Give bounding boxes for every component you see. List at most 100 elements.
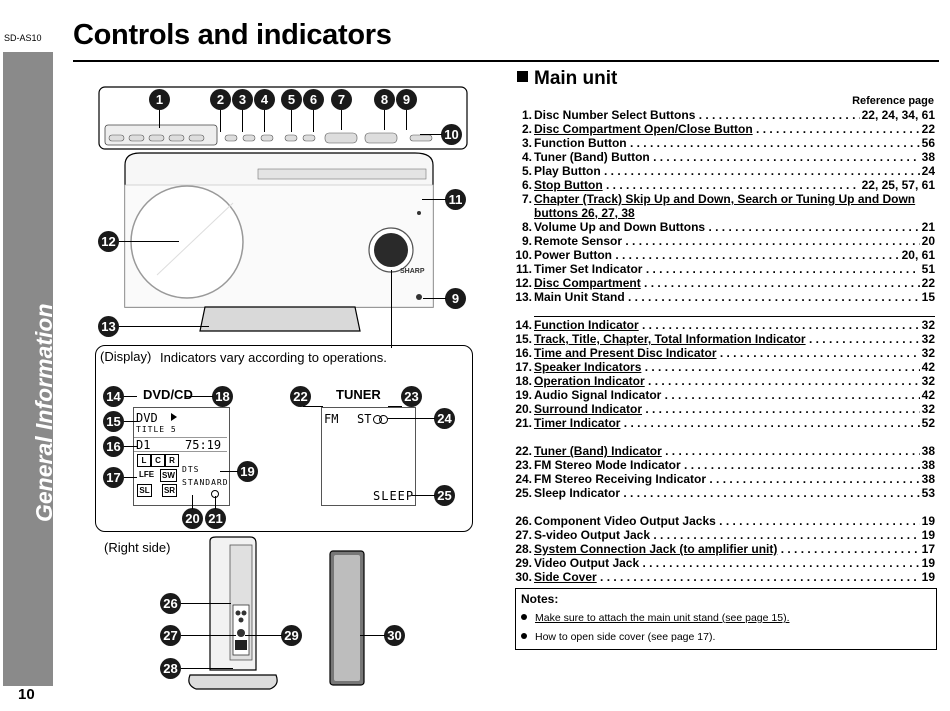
callout-4: 4: [254, 89, 275, 110]
list-item: 22.Tuner (Band) Indicator . . . . . . . …: [515, 444, 935, 458]
title-rule: [73, 60, 939, 62]
list-item: 13.Main Unit Stand . . . . . . . . . . .…: [515, 290, 935, 304]
list-item: 4.Tuner (Band) Button . . . . . . . . . …: [521, 150, 935, 164]
callout-28: 28: [160, 658, 181, 679]
list-item: 17.Speaker Indicators . . . . . . . . . …: [515, 360, 935, 374]
callout-27: 27: [160, 625, 181, 646]
lcd-dts: DTS: [182, 465, 200, 474]
list-item: 20.Surround Indicator . . . . . . . . . …: [515, 402, 935, 416]
lcd-sleep: SLEEP: [373, 489, 415, 503]
list-item: 23.FM Stereo Mode Indicator . . . . . . …: [515, 458, 935, 472]
play-indicator-icon: [171, 413, 177, 421]
callout-22: 22: [290, 386, 311, 407]
callout-6: 6: [303, 89, 324, 110]
list-item: 1.Disc Number Select Buttons . . . . . .…: [521, 108, 935, 122]
callout-5: 5: [281, 89, 302, 110]
callout-23: 23: [401, 386, 422, 407]
callout-3: 3: [232, 89, 253, 110]
list-item: 11.Timer Set Indicator . . . . . . . . .…: [515, 262, 935, 276]
list-item: 21.Timer Indicator . . . . . . . . . . .…: [515, 416, 935, 430]
leader-line: [313, 110, 314, 132]
tuner-lcd: [321, 407, 416, 506]
square-bullet-icon: [517, 71, 528, 82]
bullet-icon: [521, 614, 527, 620]
list-item: 27.S-video Output Jack . . . . . . . . .…: [515, 528, 935, 542]
callout-29: 29: [281, 625, 302, 646]
leader-line: [388, 418, 435, 419]
list-item: 7.Chapter (Track) Skip Up and Down, Sear…: [521, 192, 916, 220]
callout-9: 9: [445, 288, 466, 309]
channel-sl: SL: [137, 484, 152, 497]
leader-line: [181, 635, 236, 636]
note-item: How to open side cover (see page 17).: [521, 631, 715, 643]
leader-line: [420, 134, 442, 135]
callout-19: 19: [237, 461, 258, 482]
list-item: 28.System Connection Jack (to amplifier …: [515, 542, 935, 556]
display-panel: [95, 345, 473, 532]
model-number: SD-AS10: [4, 33, 42, 43]
callout-26: 26: [160, 593, 181, 614]
list-item: 12.Disc Compartment . . . . . . . . . . …: [515, 276, 935, 290]
leader-line: [384, 110, 385, 130]
callout-2: 2: [210, 89, 231, 110]
list-item: 25.Sleep Indicator . . . . . . . . . . .…: [515, 486, 935, 500]
leader-line: [423, 298, 446, 299]
display-note: Indicators vary according to operations.: [160, 350, 387, 365]
list-item: 19.Audio Signal Indicator . . . . . . . …: [515, 388, 935, 402]
list-item: 8.Volume Up and Down Buttons . . . . . .…: [521, 220, 935, 234]
leader-line: [245, 635, 282, 636]
notes-box: Notes: Make sure to attach the main unit…: [515, 588, 937, 650]
callout-1: 1: [149, 89, 170, 110]
list-divider: [534, 316, 935, 317]
dvd-lcd: [133, 407, 230, 506]
lcd-fm: FM: [324, 412, 339, 426]
leader-line: [291, 110, 292, 132]
callout-30: 30: [384, 625, 405, 646]
leader-line: [264, 110, 265, 132]
list-item: 24.FM Stereo Receiving Indicator . . . .…: [515, 472, 935, 486]
callout-14: 14: [103, 386, 124, 407]
leader-line: [422, 199, 446, 200]
callout-17: 17: [103, 467, 124, 488]
leader-line: [181, 668, 233, 669]
callout-12: 12: [98, 231, 119, 252]
channel-c: C: [151, 454, 165, 467]
right-side-caption: (Right side): [104, 540, 171, 555]
bullet-icon: [521, 633, 527, 639]
leader-line: [220, 110, 221, 132]
sidebar-band: General Information - Controls and indic…: [3, 52, 71, 686]
callout-10: 10: [441, 124, 462, 145]
channel-l: L: [137, 454, 151, 467]
page-number: 10: [18, 686, 35, 703]
leader-line: [119, 241, 179, 242]
list-item: 15.Track, Title, Chapter, Total Informat…: [515, 332, 935, 346]
lcd-title: TITLE 5: [136, 425, 177, 434]
callout-9-top: 9: [396, 89, 417, 110]
stereo-ring-right-icon: [379, 415, 388, 424]
main-unit-heading: Main unit: [534, 68, 618, 89]
callout-7: 7: [331, 89, 352, 110]
leader-line: [406, 110, 407, 130]
list-item: 2.Disc Compartment Open/Close Button . .…: [521, 122, 935, 136]
lcd-dvd: DVD: [136, 411, 158, 425]
list-item: 6.Stop Button . . . . . . . . . . . . . …: [521, 178, 935, 192]
callout-11: 11: [445, 189, 466, 210]
callout-16: 16: [103, 436, 124, 457]
section-heading: Main unit: [517, 68, 617, 90]
channel-r: R: [165, 454, 179, 467]
callout-24: 24: [434, 408, 455, 429]
tuner-label: TUNER: [336, 387, 381, 402]
callout-25: 25: [434, 485, 455, 506]
lcd-st: ST: [357, 412, 372, 426]
leader-line: [341, 110, 342, 130]
callout-13: 13: [98, 316, 119, 337]
leader-line: [124, 421, 137, 422]
leader-line: [215, 496, 216, 509]
list-item: 26.Component Video Output Jacks . . . . …: [515, 514, 935, 528]
brand-logo: SHARP: [400, 268, 425, 275]
list-item: 3.Function Button . . . . . . . . . . . …: [521, 136, 935, 150]
leader-line: [124, 446, 137, 447]
channel-lfe: LFE: [139, 470, 155, 479]
notes-title: Notes:: [521, 592, 559, 606]
list-item: 18.Operation Indicator . . . . . . . . .…: [515, 374, 935, 388]
